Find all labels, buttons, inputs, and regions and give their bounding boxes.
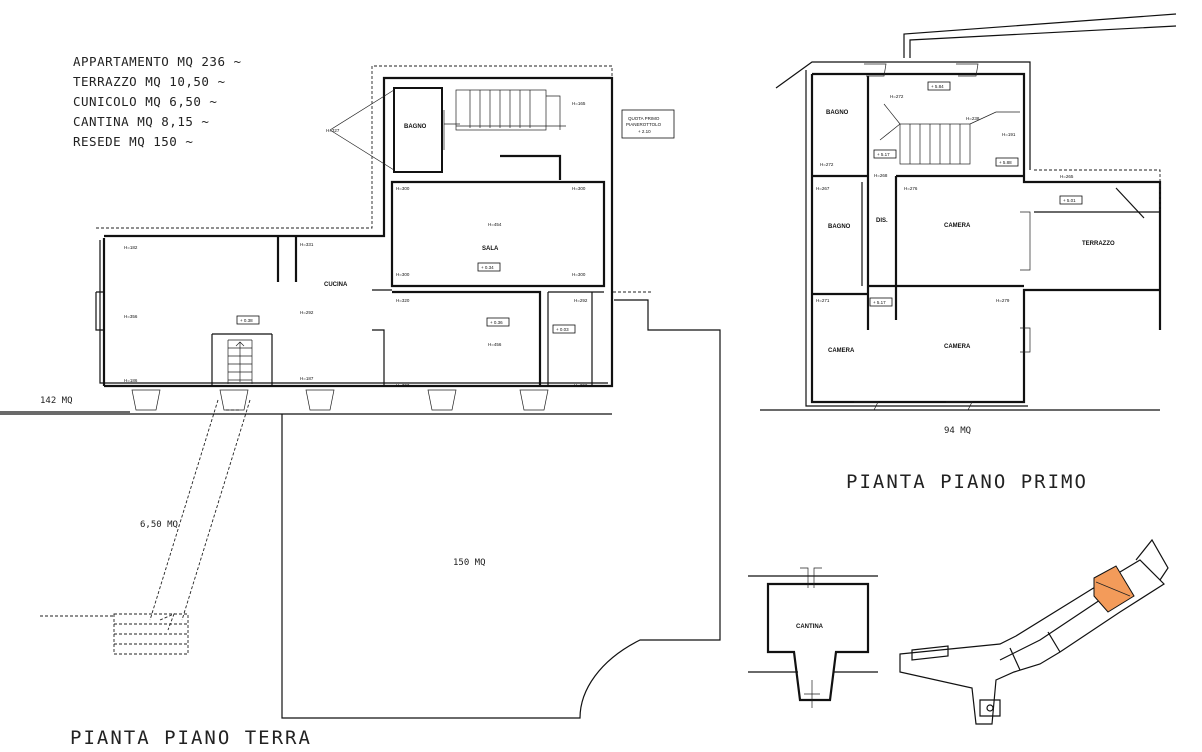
height-label: H=272 bbox=[820, 162, 834, 167]
title-first-floor: PIANTA PIANO PRIMO bbox=[846, 471, 1088, 493]
height-label: H=292 bbox=[300, 310, 314, 315]
label-cucina: CUCINA bbox=[324, 282, 348, 288]
summary-cantina: CANTINA MQ 8,15 ~ bbox=[73, 114, 209, 129]
title-ground-floor: PIANTA PIANO TERRA bbox=[70, 727, 312, 749]
first-floor-plan: BAGNO BAGNO DIS. CAMERA CAMERA CAMERA TE… bbox=[760, 13, 1177, 493]
height-label: H=331 bbox=[300, 242, 314, 247]
level-label: + 0.38 bbox=[240, 318, 253, 323]
ground-level-markers: + 0.38 + 0.34 + 0.36 + 0.03 bbox=[236, 262, 576, 334]
area-tunnel: 6,50 MQ bbox=[140, 520, 178, 530]
area-summary: APPARTAMENTO MQ 236 ~ TERRAZZO MQ 10,50 … bbox=[73, 54, 242, 149]
first-level-markers: + 5.84 + 5.17 + 5.88 + 5.17 + 5.01 bbox=[869, 81, 1083, 307]
level-label: + 5.84 bbox=[931, 84, 944, 89]
label-pianerottolo: PIANEROTTOLO bbox=[626, 122, 662, 127]
level-label: + 5.01 bbox=[1063, 198, 1076, 203]
height-label: H=292 bbox=[574, 383, 588, 388]
label-camera-1: CAMERA bbox=[944, 223, 971, 229]
height-label: H=327 bbox=[326, 128, 340, 133]
label-first-bagno: BAGNO bbox=[826, 110, 849, 116]
label-ground-bagno: BAGNO bbox=[404, 124, 427, 130]
height-label: H=303 bbox=[396, 383, 410, 388]
height-label: H=456 bbox=[488, 342, 502, 347]
height-label: H=165 bbox=[572, 101, 586, 106]
summary-appartamento: APPARTAMENTO MQ 236 ~ bbox=[73, 54, 242, 69]
height-label: H=292 bbox=[574, 298, 588, 303]
ground-height-labels: H=327 H=165 H=300 H=300 H=454 H=300 H=30… bbox=[124, 101, 588, 388]
height-label: H=186 bbox=[124, 378, 138, 383]
height-label: H=238 bbox=[966, 116, 980, 121]
label-quota-primo: QUOTA PRIMO bbox=[628, 116, 660, 121]
height-label: H=265 bbox=[1060, 174, 1074, 179]
cantina-plan: CANTINA bbox=[748, 567, 878, 708]
height-label: H=300 bbox=[396, 272, 410, 277]
height-label: H=276 bbox=[904, 186, 918, 191]
height-label: H=300 bbox=[396, 186, 410, 191]
first-height-labels: H=272 H=238 H=191 H=272 H=268 H=267 H=27… bbox=[816, 94, 1074, 303]
level-label: + 0.03 bbox=[556, 327, 569, 332]
ground-floor-plan: BAGNO SALA CUCINA QUOTA PRIMO PIANEROTTO… bbox=[0, 65, 721, 749]
level-label: + 0.36 bbox=[490, 320, 503, 325]
height-label: H=356 bbox=[124, 314, 138, 319]
height-label: H=272 bbox=[890, 94, 904, 99]
area-ground: 142 MQ bbox=[40, 396, 73, 406]
height-label: H=454 bbox=[488, 222, 502, 227]
key-plan bbox=[899, 538, 1169, 725]
height-label: H=300 bbox=[572, 272, 586, 277]
summary-terrazzo: TERRAZZO MQ 10,50 ~ bbox=[73, 74, 226, 89]
height-label: H=191 bbox=[1002, 132, 1016, 137]
area-yard: 150 MQ bbox=[453, 558, 486, 568]
label-dis: DIS. bbox=[876, 218, 888, 224]
label-sala: SALA bbox=[482, 246, 499, 252]
height-label: H=279 bbox=[996, 298, 1010, 303]
label-camera-3: CAMERA bbox=[944, 344, 971, 350]
summary-cunicolo: CUNICOLO MQ 6,50 ~ bbox=[73, 94, 217, 109]
level-label: + 5.88 bbox=[999, 160, 1012, 165]
highlighted-unit bbox=[1093, 565, 1135, 613]
label-quota-value: + 2.10 bbox=[638, 129, 651, 134]
level-label: + 0.34 bbox=[481, 265, 494, 270]
label-terrazzo: TERRAZZO bbox=[1082, 241, 1115, 247]
label-cantina: CANTINA bbox=[796, 624, 824, 630]
height-label: H=267 bbox=[816, 186, 830, 191]
height-label: H=182 bbox=[124, 245, 138, 250]
ground-bathroom bbox=[393, 87, 443, 173]
height-label: H=268 bbox=[874, 173, 888, 178]
height-label: H=271 bbox=[816, 298, 830, 303]
height-label: H=300 bbox=[572, 186, 586, 191]
level-label: + 5.17 bbox=[873, 300, 886, 305]
label-first-bagno-2: BAGNO bbox=[828, 224, 851, 230]
summary-resede: RESEDE MQ 150 ~ bbox=[73, 134, 193, 149]
height-label: H=320 bbox=[396, 298, 410, 303]
height-label: H=187 bbox=[300, 376, 314, 381]
area-first: 94 MQ bbox=[944, 426, 971, 436]
label-camera-2: CAMERA bbox=[828, 348, 855, 354]
level-label: + 5.17 bbox=[877, 152, 890, 157]
